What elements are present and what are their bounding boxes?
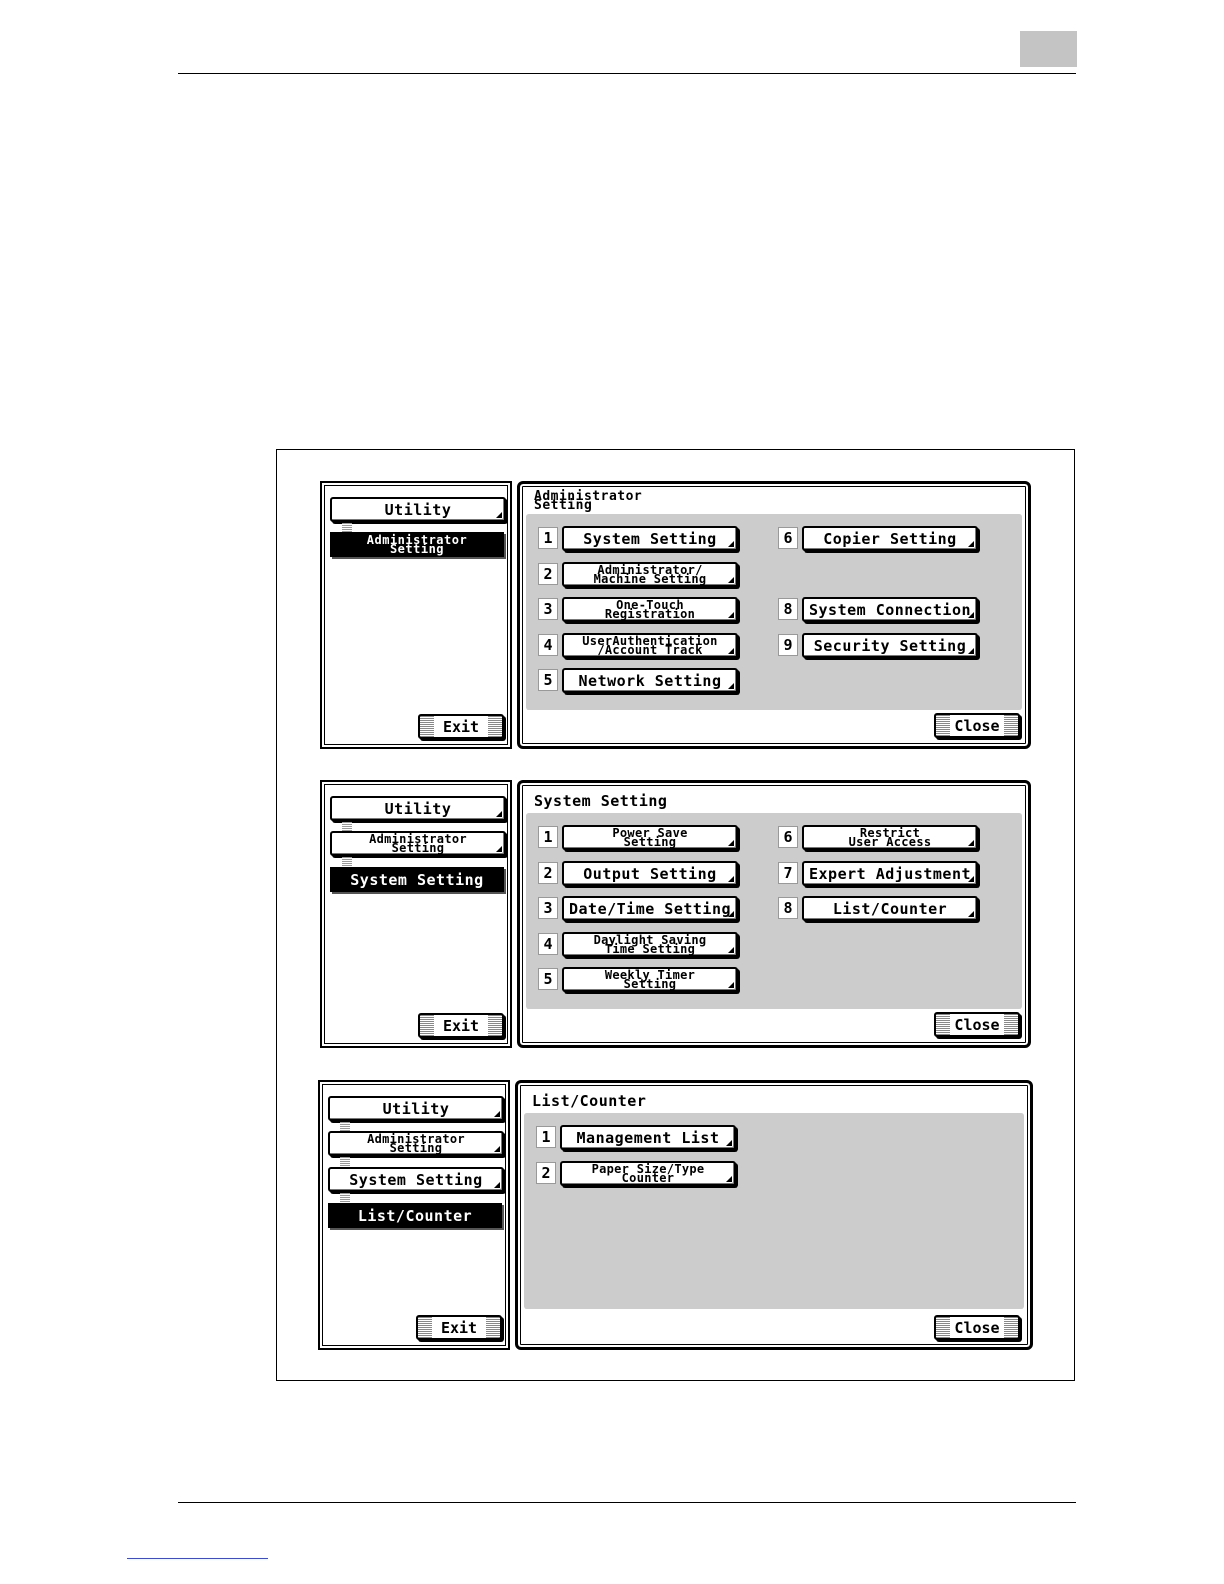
system-setting-button[interactable]: System Setting (562, 526, 738, 551)
utility-button[interactable]: Utility (330, 796, 506, 821)
nav-administrator-setting[interactable]: Administrator Setting (330, 532, 504, 557)
item-number: 4 (538, 933, 558, 955)
exit-button[interactable]: Exit (416, 1315, 502, 1340)
restrict-user-access-button[interactable]: Restrict User Access (802, 825, 978, 850)
nav-administrator-setting[interactable]: Administrator Setting (330, 831, 506, 856)
power-save-setting-button[interactable]: Power Save Setting (562, 825, 738, 850)
screen-system-setting: Utility Administrator Setting System Set… (0, 780, 1224, 1050)
main-panel: Administrator Setting 1 System Setting 2… (517, 481, 1031, 749)
one-touch-registration-button[interactable]: One-Touch Registration (562, 597, 738, 622)
item-number: 8 (778, 598, 798, 620)
system-connection-button[interactable]: System Connection (802, 597, 978, 622)
exit-button[interactable]: Exit (418, 714, 504, 739)
footer-rule (178, 1502, 1076, 1503)
screen-list-counter: Utility Administrator Setting System Set… (0, 1080, 1224, 1350)
page-tab-marker (1020, 31, 1077, 67)
header-rule (178, 73, 1076, 74)
close-button[interactable]: Close (934, 713, 1020, 738)
administrator-machine-setting-button[interactable]: Administrator/ Machine Setting (562, 562, 738, 587)
user-authentication-account-track-button[interactable]: UserAuthentication /Account Track (562, 633, 738, 658)
item-number: 5 (538, 669, 558, 691)
item-number: 3 (538, 897, 558, 919)
close-button[interactable]: Close (934, 1315, 1020, 1340)
item-number: 2 (538, 563, 558, 585)
copier-setting-button[interactable]: Copier Setting (802, 526, 978, 551)
item-number: 6 (778, 527, 798, 549)
panel-title: System Setting (534, 792, 668, 810)
paper-size-type-counter-button[interactable]: Paper Size/Type Counter (560, 1161, 736, 1186)
figure-frame (276, 449, 1075, 1381)
nav-list-counter[interactable]: List/Counter (328, 1203, 502, 1228)
screen-administrator-setting: Utility Administrator Setting Exit Admin… (0, 481, 1224, 751)
nav-connector (340, 1157, 350, 1166)
nav-connector (340, 1193, 350, 1202)
nav-administrator-setting[interactable]: Administrator Setting (328, 1131, 504, 1156)
item-number: 4 (538, 634, 558, 656)
main-panel: System Setting 1 Power Save Setting 2 Ou… (517, 780, 1031, 1048)
utility-button[interactable]: Utility (330, 497, 506, 522)
item-number: 2 (536, 1162, 556, 1184)
daylight-saving-time-setting-button[interactable]: Daylight Saving Time Setting (562, 932, 738, 957)
item-number: 5 (538, 968, 558, 990)
item-number: 9 (778, 634, 798, 656)
item-number: 1 (538, 826, 558, 848)
nav-system-setting[interactable]: System Setting (328, 1167, 504, 1192)
utility-button[interactable]: Utility (328, 1096, 504, 1121)
weekly-timer-setting-button[interactable]: Weekly Timer Setting (562, 967, 738, 992)
item-number: 2 (538, 862, 558, 884)
item-number: 6 (778, 826, 798, 848)
left-nav-panel: Utility Administrator Setting System Set… (318, 1080, 510, 1350)
item-number: 1 (538, 527, 558, 549)
left-nav-panel: Utility Administrator Setting Exit (320, 481, 512, 749)
management-list-button[interactable]: Management List (560, 1125, 736, 1150)
item-number: 3 (538, 598, 558, 620)
network-setting-button[interactable]: Network Setting (562, 668, 738, 693)
nav-system-setting[interactable]: System Setting (330, 867, 504, 892)
panel-title: Administrator Setting (534, 489, 643, 513)
output-setting-button[interactable]: Output Setting (562, 861, 738, 886)
security-setting-button[interactable]: Security Setting (802, 633, 978, 658)
main-panel: List/Counter 1 Management List 2 Paper S… (515, 1080, 1033, 1350)
nav-connector (342, 523, 352, 532)
expert-adjustment-button[interactable]: Expert Adjustment (802, 861, 978, 886)
item-number: 8 (778, 897, 798, 919)
item-number: 7 (778, 862, 798, 884)
exit-button[interactable]: Exit (418, 1013, 504, 1038)
list-counter-button[interactable]: List/Counter (802, 896, 978, 921)
nav-connector (342, 822, 352, 831)
panel-title: List/Counter (532, 1092, 647, 1110)
left-nav-panel: Utility Administrator Setting System Set… (320, 780, 512, 1048)
close-button[interactable]: Close (934, 1012, 1020, 1037)
item-number: 1 (536, 1126, 556, 1148)
footer-link-underline (127, 1558, 268, 1559)
date-time-setting-button[interactable]: Date/Time Setting (562, 896, 738, 921)
nav-connector (340, 1122, 350, 1131)
nav-connector (342, 857, 352, 866)
